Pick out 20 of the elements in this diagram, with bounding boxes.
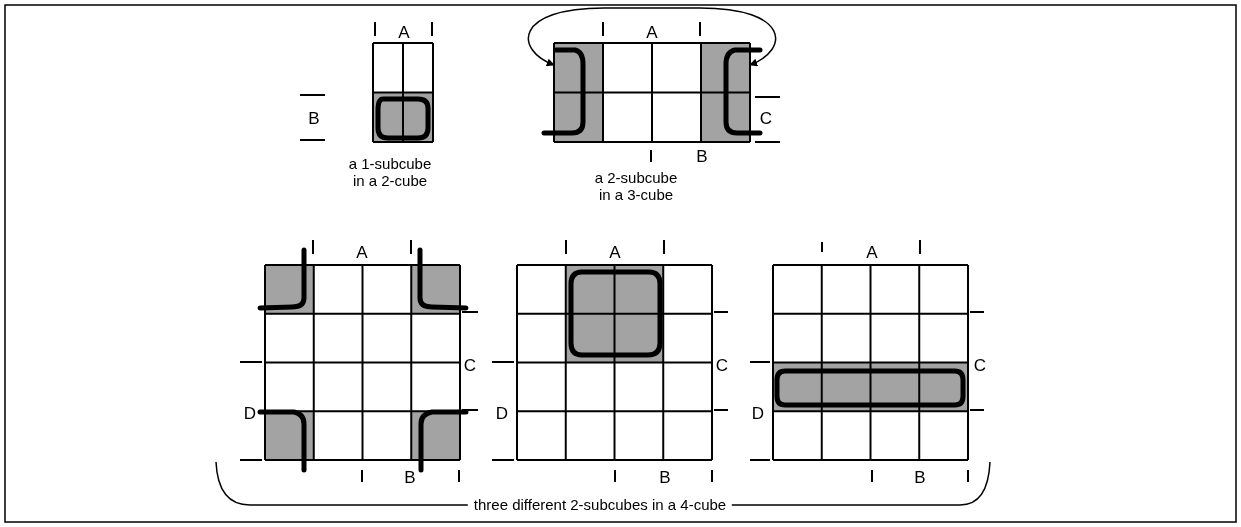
variable-label: C (759, 109, 773, 129)
curved-arrow (527, 7, 777, 66)
variable-label: A (646, 23, 658, 43)
variable-label: D (243, 404, 257, 424)
variable-label: C (463, 356, 477, 376)
variable-label: B (659, 468, 671, 488)
variable-label: B (696, 147, 708, 167)
variable-label: A (356, 243, 368, 263)
variable-label: B (404, 468, 416, 488)
variable-label: A (398, 23, 410, 43)
caption: a 2-subcube in a 3-cube (593, 168, 679, 204)
variable-label: D (751, 404, 765, 424)
caption: a 1-subcube in a 2-cube (347, 154, 433, 190)
variable-label: A (609, 243, 621, 263)
variable-label: C (715, 356, 729, 376)
variable-label: C (973, 356, 987, 376)
variable-label: A (866, 243, 878, 263)
variable-label: B (914, 468, 926, 488)
variable-label: B (308, 109, 320, 129)
variable-label: D (495, 404, 509, 424)
